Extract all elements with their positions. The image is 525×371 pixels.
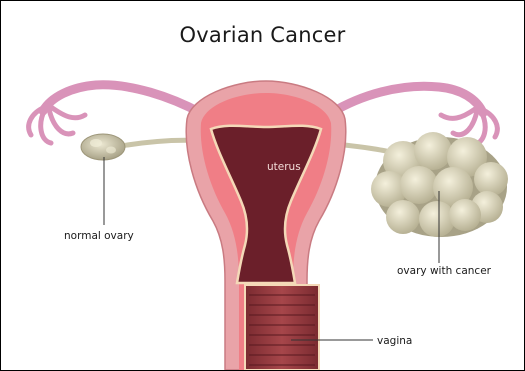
vagina-canal [245, 285, 319, 370]
label-uterus: uterus [267, 161, 301, 173]
label-ovary-with-cancer: ovary with cancer [397, 265, 491, 277]
label-vagina: vagina [377, 335, 412, 347]
right-fallopian-tube [331, 86, 483, 113]
left-fimbriae [29, 107, 85, 143]
diagram-title: Ovarian Cancer [1, 23, 524, 47]
label-normal-ovary: normal ovary [64, 230, 134, 242]
normal-ovary [81, 134, 125, 160]
left-fallopian-tube [43, 85, 201, 113]
